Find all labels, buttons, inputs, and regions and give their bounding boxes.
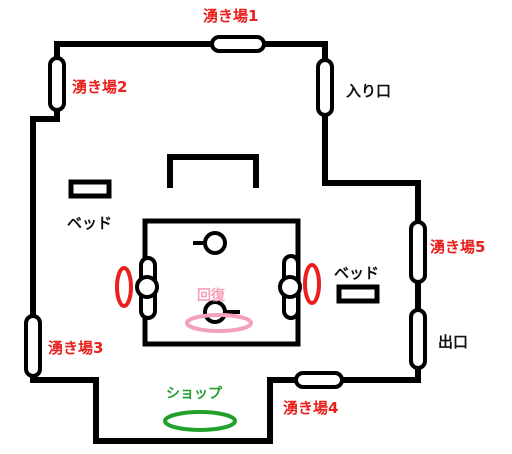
- entrance-door: [316, 58, 334, 117]
- entrance-label: 入り口: [346, 82, 392, 100]
- bed-label-right: ベッド: [334, 264, 380, 282]
- bed-label-left: ベッド: [67, 214, 113, 232]
- shop-zone: [163, 410, 237, 432]
- top-structure: [167, 154, 259, 188]
- shop-label: ショップ: [166, 386, 222, 402]
- spawn-door-2: [48, 56, 66, 112]
- lower-object: [203, 300, 240, 324]
- spawn-label-2: 湧き場2: [72, 78, 128, 96]
- spawn-door-4: [294, 371, 344, 389]
- red-marker-left: [115, 266, 133, 308]
- right-device: [278, 254, 302, 320]
- spawn-door-3: [24, 314, 42, 378]
- recovery-label: 回復: [197, 288, 225, 304]
- exit-label: 出口: [438, 333, 469, 351]
- left-device: [135, 256, 159, 320]
- bed-left: [68, 179, 112, 199]
- red-marker-right: [303, 263, 321, 305]
- spawn-label-3: 湧き場3: [48, 339, 104, 357]
- spawn-label-5: 湧き場5: [430, 238, 486, 256]
- spawn-door-1: [210, 35, 266, 53]
- bed-right: [336, 284, 380, 304]
- exit-door: [409, 308, 427, 370]
- spawn-label-4: 湧き場4: [283, 399, 339, 417]
- spawn-label-1: 湧き場1: [203, 7, 259, 25]
- spawn-door-5: [409, 220, 427, 284]
- upper-object: [193, 231, 227, 255]
- outer-wall: [30, 41, 421, 444]
- recovery-zone: [185, 313, 253, 333]
